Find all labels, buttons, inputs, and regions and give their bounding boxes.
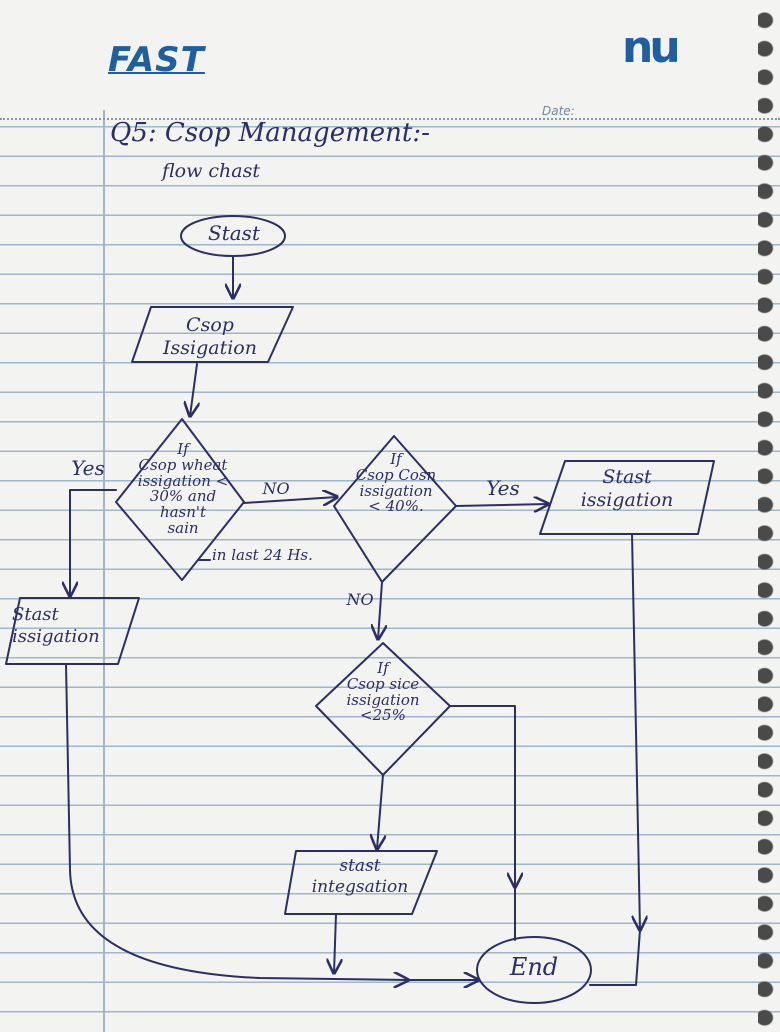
start-irrigation-left-line-2: issigation <box>12 625 100 647</box>
arrow-left-to-end <box>65 663 408 980</box>
end-oval <box>476 936 592 1004</box>
page-subheading: flow chast <box>162 160 261 182</box>
decision-wheat-diamond <box>115 418 245 581</box>
start-irrigation-right-label: Stast issigation <box>552 466 702 512</box>
arrow-corn-yes-to-right <box>455 504 548 506</box>
margin-line <box>103 110 105 1032</box>
label-yes-left: Yes <box>71 456 105 480</box>
decision-rice-label: If Csop sice issigation <25% <box>318 659 448 725</box>
crop-irrigation-label: Csop Issigation <box>145 314 275 360</box>
spiral-binding <box>758 0 780 1032</box>
crop-irrigation-box <box>131 306 294 363</box>
crop-irrigation-line-2: Issigation <box>163 336 257 359</box>
arrow-corn-no-to-rice <box>378 581 382 639</box>
start-integration-line-2: integsation <box>311 877 409 898</box>
arrow-irrigation-to-wheat <box>190 363 197 416</box>
start-integration-box <box>284 850 438 915</box>
crop-irrigation-line-1: Csop <box>186 314 234 336</box>
start-label: Stast <box>208 221 260 245</box>
arrow-right-to-end-stem <box>589 929 641 986</box>
decision-wheat-label: If Csop wheat issigation < 30% and hasn'… <box>118 440 248 537</box>
label-no-down: NO <box>346 590 374 609</box>
decision-wheat-line-3: issigation < <box>137 471 229 490</box>
decision-corn-label: If Csop Cosn issigation < 40%. <box>336 450 456 516</box>
decision-corn-line-4: < 40%. <box>368 497 424 516</box>
decision-corn-line-2: Csop Cosn <box>355 465 437 484</box>
decision-rice-line-2: Csop sice <box>346 674 420 693</box>
decision-rice-line-4: <25% <box>360 706 406 725</box>
decision-corn-line-1: If <box>390 450 402 468</box>
start-irrigation-right-line-1: Stast <box>602 466 652 488</box>
arrow-rice-to-integration <box>377 774 383 849</box>
date-label: Date: <box>542 104 575 118</box>
arrow-right-to-end <box>631 533 640 930</box>
end-label: End <box>509 953 559 981</box>
start-integration-line-1: stast <box>339 856 381 876</box>
arrow-wheat-yes-to-left <box>70 489 117 596</box>
decision-wheat-line-1: If <box>177 440 189 458</box>
fast-logo: FAST <box>108 40 205 80</box>
decision-corn-line-3: issigation <box>359 481 433 500</box>
arrow-rice-right-to-end <box>449 705 515 887</box>
page-heading: Q5: Csop Management:- <box>110 118 430 148</box>
nu-logo: nu <box>622 22 681 73</box>
start-irrigation-right-line-2: issigation <box>580 488 674 511</box>
header-dotted-line <box>0 118 780 120</box>
label-no-middle: NO <box>262 479 290 498</box>
start-irrigation-left-label: Stast issigation <box>6 604 138 647</box>
arrow-integration-down <box>334 913 336 973</box>
start-integration-label: stast integsation <box>286 856 434 899</box>
decision-wheat-line-4: 30% and <box>149 487 217 506</box>
decision-wheat-line-2: Csop wheat <box>138 455 228 474</box>
decision-wheat-line-6: sain <box>167 518 199 537</box>
arrow-wheat-no-to-corn <box>243 497 337 503</box>
start-irrigation-left-line-1: Stast <box>12 604 59 625</box>
rain-note: in last 24 Hs. <box>212 546 313 564</box>
decision-rice-line-3: issigation <box>346 690 420 709</box>
decision-rice-line-1: If <box>377 659 389 677</box>
start-irrigation-left-box <box>5 597 140 665</box>
label-yes-right: Yes <box>486 476 520 500</box>
decision-wheat-line-5: hasn't <box>159 503 207 521</box>
